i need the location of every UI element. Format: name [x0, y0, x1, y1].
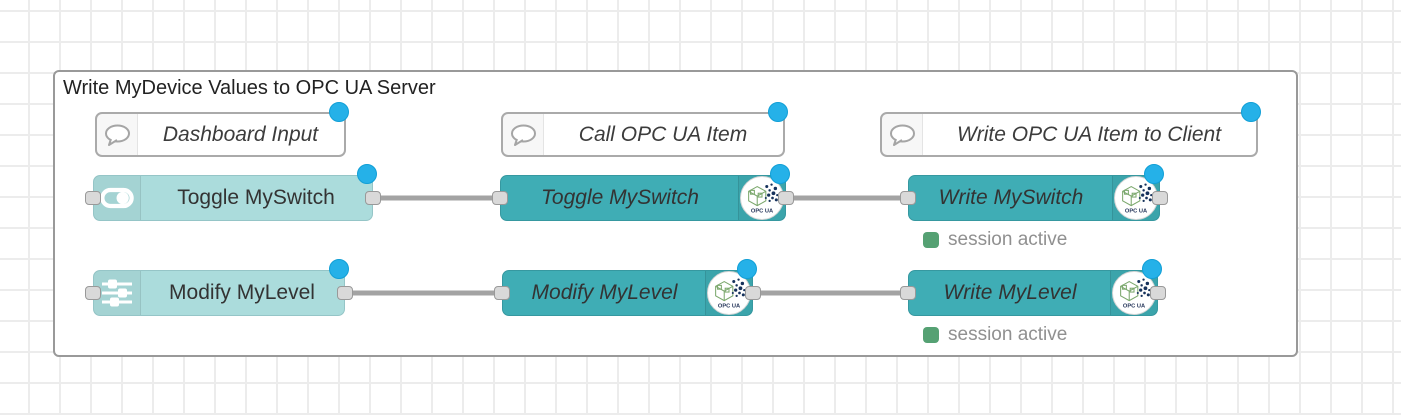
- output-port[interactable]: [778, 191, 794, 205]
- comment-label: Call OPC UA Item: [578, 122, 748, 146]
- comment-node-call-opcua-item[interactable]: Call OPC UA Item: [501, 102, 788, 157]
- input-port[interactable]: [492, 191, 508, 205]
- status-dot: [923, 327, 939, 343]
- speech-bubble-icon: [510, 124, 536, 146]
- changed-indicator: [329, 259, 349, 279]
- comment-label: Write OPC UA Item to Client: [956, 122, 1222, 146]
- node-modify-mylevel-opcua[interactable]: Modify MyLevel OPC UA: [494, 259, 761, 316]
- node-toggle-myswitch-opcua[interactable]: Toggle MySwitch OPC U: [492, 164, 794, 221]
- node-label: Write MyLevel: [943, 281, 1077, 304]
- comment-icon-area: [882, 114, 923, 155]
- changed-indicator: [357, 164, 377, 184]
- output-port[interactable]: [337, 286, 353, 300]
- output-port[interactable]: [1152, 191, 1168, 205]
- comment-label: Dashboard Input: [162, 122, 319, 146]
- input-port[interactable]: [85, 286, 101, 300]
- node-modify-mylevel-ui[interactable]: Modify MyLevel: [85, 259, 353, 316]
- node-label: Toggle MySwitch: [541, 186, 699, 209]
- node-label: Modify MyLevel: [169, 281, 315, 304]
- changed-indicator: [1144, 164, 1164, 184]
- node-status: session active: [923, 229, 1067, 251]
- changed-indicator: [1142, 259, 1162, 279]
- status-dot: [923, 232, 939, 248]
- status-text: session active: [948, 229, 1068, 250]
- opcua-logo-icon: OPC UA: [1114, 176, 1158, 220]
- comment-icon-area: [503, 114, 544, 155]
- input-port[interactable]: [85, 191, 101, 205]
- input-port[interactable]: [494, 286, 510, 300]
- changed-indicator: [329, 102, 349, 122]
- output-port[interactable]: [745, 286, 761, 300]
- svg-text:OPC UA: OPC UA: [718, 303, 740, 309]
- svg-text:OPC UA: OPC UA: [1125, 208, 1147, 214]
- output-port[interactable]: [1150, 286, 1166, 300]
- svg-text:OPC UA: OPC UA: [1123, 303, 1145, 309]
- node-status: session active: [923, 324, 1067, 346]
- changed-indicator: [737, 259, 757, 279]
- input-port[interactable]: [900, 286, 916, 300]
- speech-bubble-icon: [889, 124, 915, 146]
- toggle-switch-icon: [100, 187, 134, 209]
- comment-node-dashboard-input[interactable]: Dashboard Input: [95, 102, 349, 157]
- changed-indicator: [1241, 102, 1261, 122]
- node-write-mylevel[interactable]: Write MyLevel OPC UA: [900, 259, 1166, 345]
- group-title: Write MyDevice Values to OPC UA Server: [63, 77, 436, 99]
- comment-node-write-opcua-item[interactable]: Write OPC UA Item to Client: [880, 102, 1261, 157]
- node-toggle-myswitch-ui[interactable]: Toggle MySwitch: [85, 164, 381, 221]
- node-icon-area: [94, 271, 141, 315]
- node-label: Write MySwitch: [938, 186, 1084, 209]
- input-port[interactable]: [900, 191, 916, 205]
- changed-indicator: [770, 164, 790, 184]
- sliders-icon: [102, 279, 132, 307]
- comment-icon-area: [97, 114, 138, 155]
- node-icon-area: [94, 176, 141, 220]
- changed-indicator: [768, 102, 788, 122]
- output-port[interactable]: [365, 191, 381, 205]
- status-text: session active: [948, 324, 1068, 345]
- svg-text:OPC UA: OPC UA: [751, 208, 773, 214]
- node-write-myswitch[interactable]: Write MySwitch OPC UA: [900, 164, 1168, 250]
- speech-bubble-icon: [104, 124, 130, 146]
- node-label: Modify MyLevel: [531, 281, 678, 304]
- node-label: Toggle MySwitch: [177, 186, 335, 209]
- node-icon-area: OPC UA: [1110, 271, 1157, 315]
- node-icon-area: OPC UA: [1112, 176, 1159, 220]
